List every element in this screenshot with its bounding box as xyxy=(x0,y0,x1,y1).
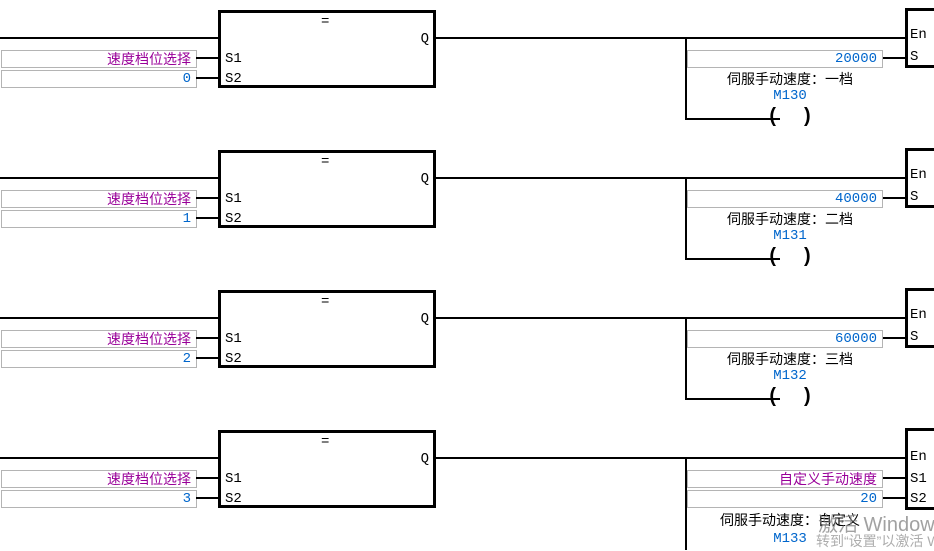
wire-h xyxy=(196,77,218,79)
port-s1-label: S1 xyxy=(225,471,242,487)
block-type-label: = xyxy=(321,294,330,310)
coil-address: M131 xyxy=(773,228,807,244)
wire-v xyxy=(685,37,687,120)
compare-equal-block[interactable]: = S1 S2 Q xyxy=(218,290,436,368)
wire-h xyxy=(883,477,905,479)
wire-h xyxy=(436,37,905,39)
port-s2-label: S2 xyxy=(225,211,242,227)
operand-field-gear-constant[interactable]: 1 xyxy=(1,210,197,228)
port-s-label: S xyxy=(910,49,919,65)
operand-field-gear-select[interactable]: 速度档位选择 xyxy=(1,190,197,208)
block-type-label: = xyxy=(321,14,330,30)
wire-h xyxy=(436,457,905,459)
wire-h xyxy=(196,57,218,59)
port-s1-label: S1 xyxy=(225,331,242,347)
operand-field-speed-constant[interactable]: 20 xyxy=(687,490,883,508)
move-block[interactable]: En S xyxy=(905,8,934,68)
output-comment: 伺服手动速度：二档 xyxy=(727,211,853,227)
port-s2-label: S2 xyxy=(225,71,242,87)
wire-h xyxy=(196,217,218,219)
wire-h xyxy=(436,317,905,319)
coil-symbol[interactable]: ( ) xyxy=(766,246,813,269)
port-q-label: Q xyxy=(420,311,429,327)
coil-address: M132 xyxy=(773,368,807,384)
output-comment: 伺服手动速度：一档 xyxy=(727,71,853,87)
wire-h xyxy=(0,37,218,39)
port-en-label: En xyxy=(910,307,927,323)
wire-h xyxy=(196,497,218,499)
wire-h xyxy=(685,118,780,120)
operand-field-gear-select[interactable]: 速度档位选择 xyxy=(1,330,197,348)
move-block[interactable]: En S xyxy=(905,288,934,348)
block-type-label: = xyxy=(321,434,330,450)
port-en-label: En xyxy=(910,167,927,183)
operand-field-speed-constant[interactable]: 60000 xyxy=(687,330,883,348)
wire-v xyxy=(685,177,687,260)
wire-h xyxy=(883,197,905,199)
wire-h xyxy=(685,258,780,260)
wire-h xyxy=(0,457,218,459)
port-en-label: En xyxy=(910,27,927,43)
operand-field-gear-select[interactable]: 速度档位选择 xyxy=(1,50,197,68)
port-s-label: S xyxy=(910,189,919,205)
port-q-label: Q xyxy=(420,31,429,47)
port-s1-label: S1 xyxy=(225,191,242,207)
operand-field-gear-constant[interactable]: 0 xyxy=(1,70,197,88)
compare-equal-block[interactable]: = S1 S2 Q xyxy=(218,150,436,228)
wire-h xyxy=(436,177,905,179)
wire-h xyxy=(196,197,218,199)
compare-equal-block[interactable]: = S1 S2 Q xyxy=(218,10,436,88)
coil-address: M133 xyxy=(773,531,807,547)
coil-address: M130 xyxy=(773,88,807,104)
wire-h xyxy=(883,57,905,59)
output-comment: 伺服手动速度：三档 xyxy=(727,351,853,367)
operand-field-gear-constant[interactable]: 3 xyxy=(1,490,197,508)
wire-v xyxy=(685,457,687,550)
block-type-label: = xyxy=(321,154,330,170)
wire-h xyxy=(883,337,905,339)
port-s2-label: S2 xyxy=(225,351,242,367)
port-en-label: En xyxy=(910,449,927,465)
wire-h xyxy=(0,317,218,319)
operand-field-gear-select[interactable]: 速度档位选择 xyxy=(1,470,197,488)
wire-h xyxy=(196,357,218,359)
wire-h xyxy=(0,177,218,179)
windows-activation-watermark-hint: 转到“设置”以激活 Windows。 xyxy=(816,533,934,549)
port-s1-label: S1 xyxy=(910,471,927,487)
wire-h xyxy=(685,398,780,400)
wire-v xyxy=(685,317,687,400)
port-q-label: Q xyxy=(420,451,429,467)
wire-h xyxy=(196,337,218,339)
port-s-label: S xyxy=(910,329,919,345)
operand-field-gear-constant[interactable]: 2 xyxy=(1,350,197,368)
windows-activation-watermark: 激活 Windows xyxy=(818,514,934,536)
compare-equal-block[interactable]: = S1 S2 Q xyxy=(218,430,436,508)
move-block[interactable]: En S1 S2 xyxy=(905,428,934,510)
wire-h xyxy=(196,477,218,479)
operand-field-speed-constant[interactable]: 40000 xyxy=(687,190,883,208)
wire-h xyxy=(883,497,905,499)
move-block[interactable]: En S xyxy=(905,148,934,208)
operand-field-custom-speed[interactable]: 自定义手动速度 xyxy=(687,470,883,488)
port-q-label: Q xyxy=(420,171,429,187)
coil-symbol[interactable]: ( ) xyxy=(766,386,813,409)
coil-symbol[interactable]: ( ) xyxy=(766,106,813,129)
port-s1-label: S1 xyxy=(225,51,242,67)
port-s2-label: S2 xyxy=(225,491,242,507)
port-s2-label: S2 xyxy=(910,491,927,507)
output-comment: 伺服手动速度：自定义 xyxy=(720,512,860,528)
operand-field-speed-constant[interactable]: 20000 xyxy=(687,50,883,68)
